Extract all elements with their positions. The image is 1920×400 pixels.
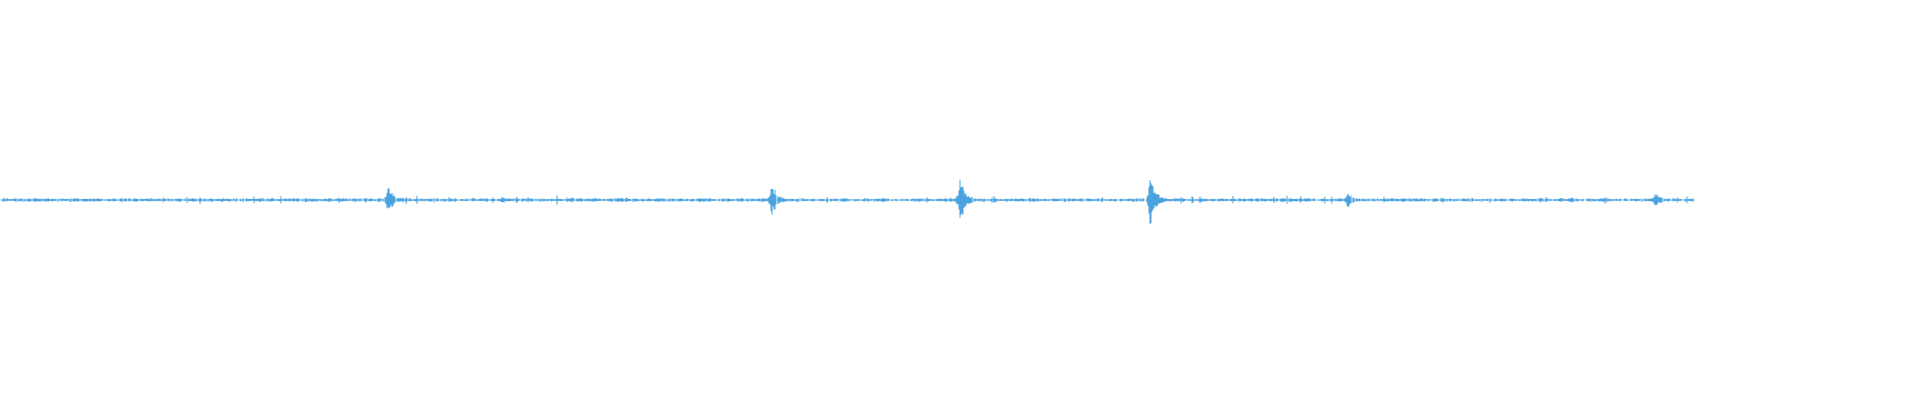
waveform-amplitude-bars xyxy=(1,179,1694,224)
